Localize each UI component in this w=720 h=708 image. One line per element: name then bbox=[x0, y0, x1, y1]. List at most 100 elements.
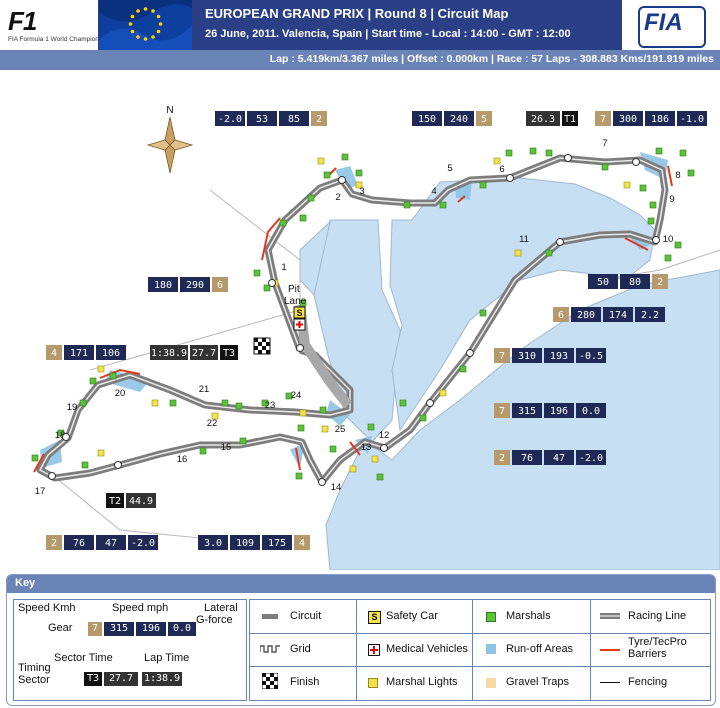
corner-label-10: 10 bbox=[663, 234, 674, 245]
speed-box-c5: 150 240 5 bbox=[412, 111, 492, 126]
gear-value-bg bbox=[494, 450, 510, 465]
speed-mph-bg bbox=[247, 111, 277, 126]
speed-mph-bg bbox=[645, 111, 675, 126]
key-speed-kmh: Speed Kmh bbox=[18, 602, 76, 614]
key-ex-gear: 7 bbox=[88, 622, 102, 636]
key-panel: Key Speed Kmh Speed mph Lateral G-force … bbox=[6, 574, 716, 706]
speed-kmh: 171 bbox=[70, 348, 88, 359]
marshal-posts bbox=[31, 147, 695, 481]
key-gravel: Gravel Traps bbox=[506, 676, 569, 688]
key-ex-lap: 1:38.9 bbox=[142, 672, 182, 686]
corner-node bbox=[556, 238, 564, 246]
gear-value: 5 bbox=[481, 114, 487, 125]
corner-node bbox=[62, 433, 70, 441]
page-title: EUROPEAN GRAND PRIX | Round 8 | Circuit … bbox=[205, 6, 509, 21]
key-circuit: Circuit bbox=[290, 610, 322, 622]
pit-lane-label-1: Pit bbox=[288, 284, 300, 295]
safety-car-glyph: S bbox=[296, 308, 302, 318]
corner-label-1: 1 bbox=[281, 262, 286, 273]
speed-kmh-bg bbox=[64, 535, 94, 550]
speed-mph: 53 bbox=[256, 114, 268, 125]
corner-label-7: 7 bbox=[602, 138, 607, 149]
corner-node bbox=[632, 158, 640, 166]
gear-value-bg bbox=[294, 535, 310, 550]
corner-label-18: 18 bbox=[55, 430, 66, 441]
marshal-lights bbox=[97, 157, 631, 473]
corner-label-24: 24 bbox=[291, 390, 302, 401]
key-tyre-swatch bbox=[600, 649, 620, 651]
gear-value-bg bbox=[494, 348, 510, 363]
gforce-value: 175 bbox=[268, 538, 286, 549]
key-safety-car-swatch: S bbox=[368, 611, 381, 624]
speed-mph: 290 bbox=[186, 280, 204, 291]
speed-kmh: 280 bbox=[577, 310, 595, 321]
speed-mph-bg bbox=[230, 535, 260, 550]
gforce-value: -2.0 bbox=[579, 453, 603, 464]
speed-mph: 109 bbox=[236, 538, 254, 549]
key-fencing: Fencing bbox=[628, 676, 668, 688]
key-lateral: Lateral bbox=[204, 602, 238, 614]
gear-value: 2 bbox=[316, 114, 322, 125]
speed-mph-bg bbox=[96, 345, 126, 360]
speed-mph-bg bbox=[603, 307, 633, 322]
speed-mph: 80 bbox=[629, 277, 641, 288]
corner-node bbox=[466, 349, 474, 357]
corner-label-25: 25 bbox=[335, 424, 346, 435]
speed-mph: 240 bbox=[450, 114, 468, 125]
key-racing-line-swatch bbox=[600, 613, 620, 619]
harbour-water bbox=[299, 177, 720, 570]
corner-label-23: 23 bbox=[265, 400, 276, 411]
pit-lane-label-2: Lane bbox=[284, 296, 307, 307]
gear-value-bg bbox=[212, 277, 228, 292]
speed-mph: 47 bbox=[105, 538, 117, 549]
speed-mph: 193 bbox=[550, 351, 568, 362]
gear-value-bg bbox=[476, 111, 492, 126]
key-ex-kmh: 315 bbox=[104, 622, 134, 636]
f1-logo-mark: F1 bbox=[8, 6, 37, 36]
gforce-value-bg bbox=[279, 111, 309, 126]
compass-north-label: N bbox=[166, 105, 173, 116]
timing-sector-label: T2 bbox=[109, 496, 121, 507]
corner-node bbox=[296, 344, 304, 352]
corner-label-21: 21 bbox=[199, 384, 210, 395]
eu-flag-icon bbox=[99, 0, 192, 50]
racing-line bbox=[38, 157, 666, 484]
gear-value: 4 bbox=[51, 348, 57, 359]
key-marshal-lights-swatch bbox=[368, 678, 378, 688]
timing-sector-label: T3 bbox=[223, 348, 235, 359]
f1-logo-sub: FIA Formula 1 World Championship bbox=[8, 36, 111, 43]
key-gforce: G-force bbox=[196, 614, 233, 626]
gforce-value: 0.0 bbox=[582, 406, 600, 417]
timing-sector-label-bg bbox=[220, 345, 238, 360]
speed-kmh-bg bbox=[512, 403, 542, 418]
lap-time-bg bbox=[150, 345, 188, 360]
sector-time-bg bbox=[190, 345, 218, 360]
gear-value-bg bbox=[46, 345, 62, 360]
corner-node bbox=[652, 236, 660, 244]
gforce-value-bg bbox=[635, 307, 665, 322]
key-fencing-swatch bbox=[600, 682, 620, 683]
speed-kmh: 150 bbox=[418, 114, 436, 125]
corner-label-5: 5 bbox=[447, 163, 452, 174]
corner-node bbox=[318, 478, 326, 486]
gear-value-bg bbox=[595, 111, 611, 126]
page-subtitle: 26 June, 2011. Valencia, Spain | Start t… bbox=[205, 28, 571, 40]
corner-label-15: 15 bbox=[221, 442, 232, 453]
corner-node bbox=[114, 461, 122, 469]
gforce-value-bg bbox=[677, 111, 707, 126]
gear-value-bg bbox=[311, 111, 327, 126]
header: F1 FIA Formula 1 World Championship EURO… bbox=[0, 0, 720, 70]
corner-label-17: 17 bbox=[35, 486, 46, 497]
corner-label-11: 11 bbox=[519, 234, 529, 245]
gforce-value: -2.0 bbox=[131, 538, 155, 549]
speed-mph-bg bbox=[96, 535, 126, 550]
key-ex-t: T3 bbox=[84, 672, 102, 686]
key-runoff-swatch bbox=[486, 644, 496, 654]
gforce-value: -0.5 bbox=[579, 351, 603, 362]
fia-logo: FIA bbox=[622, 0, 720, 50]
